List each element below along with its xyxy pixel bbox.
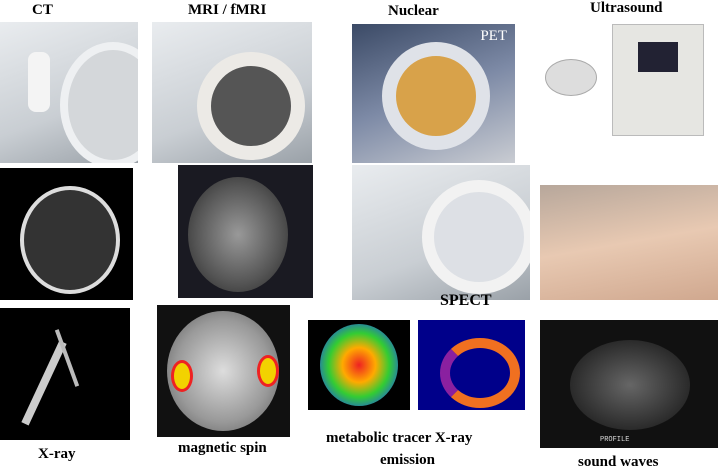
heading-mri: MRI / fMRI — [188, 2, 267, 18]
xray-angiogram — [0, 308, 130, 440]
ultrasound-machine-photo — [540, 24, 718, 140]
heading-ct: CT — [32, 2, 53, 18]
mri-scanner-photo — [152, 22, 312, 163]
fmri-brain-scan — [157, 305, 290, 437]
spect-label: SPECT — [440, 292, 492, 309]
ultrasound-profile-text: PROFILE — [600, 436, 630, 444]
ultrasound-fetal-scan: PROFILE — [540, 320, 718, 448]
caption-sound-waves: sound waves — [578, 454, 659, 470]
ct-scanner-photo — [0, 22, 138, 163]
spect-heart-scan — [418, 320, 525, 410]
heading-nuclear: Nuclear — [388, 3, 439, 19]
caption-magnetic-spin: magnetic spin — [178, 440, 267, 456]
ct-head-scan — [0, 168, 133, 300]
spect-scanner-photo — [352, 165, 530, 300]
pet-label: PET — [480, 28, 507, 44]
pet-scanner-photo: PET — [352, 24, 515, 163]
heading-ultrasound: Ultrasound — [590, 0, 663, 16]
caption-metabolic-2: emission — [380, 452, 436, 468]
pet-brain-scan — [308, 320, 410, 410]
caption-metabolic-1: metabolic tracer X-ray — [326, 430, 473, 446]
mri-sagittal-scan — [178, 165, 313, 298]
ultrasound-exam-photo — [540, 185, 718, 300]
caption-xray: X-ray — [38, 446, 76, 462]
